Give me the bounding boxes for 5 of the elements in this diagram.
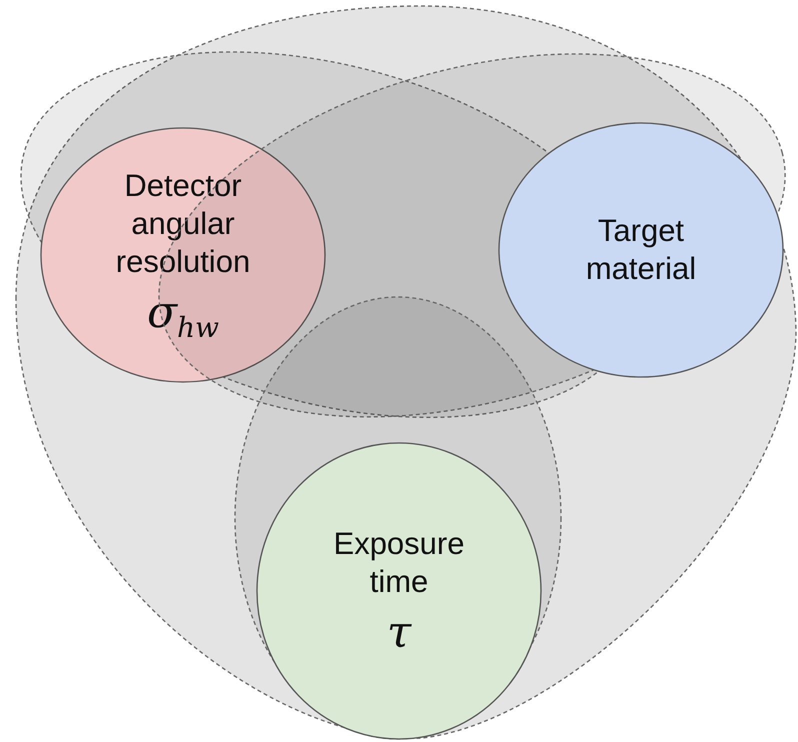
circle-label: Target material bbox=[584, 212, 698, 288]
circle-label: Detector angular resolution bbox=[114, 166, 252, 281]
math-symbol: σ$_{hw}$ bbox=[146, 286, 219, 344]
circle-label: Exposure time bbox=[332, 524, 466, 600]
math-symbol: τ bbox=[386, 606, 412, 658]
